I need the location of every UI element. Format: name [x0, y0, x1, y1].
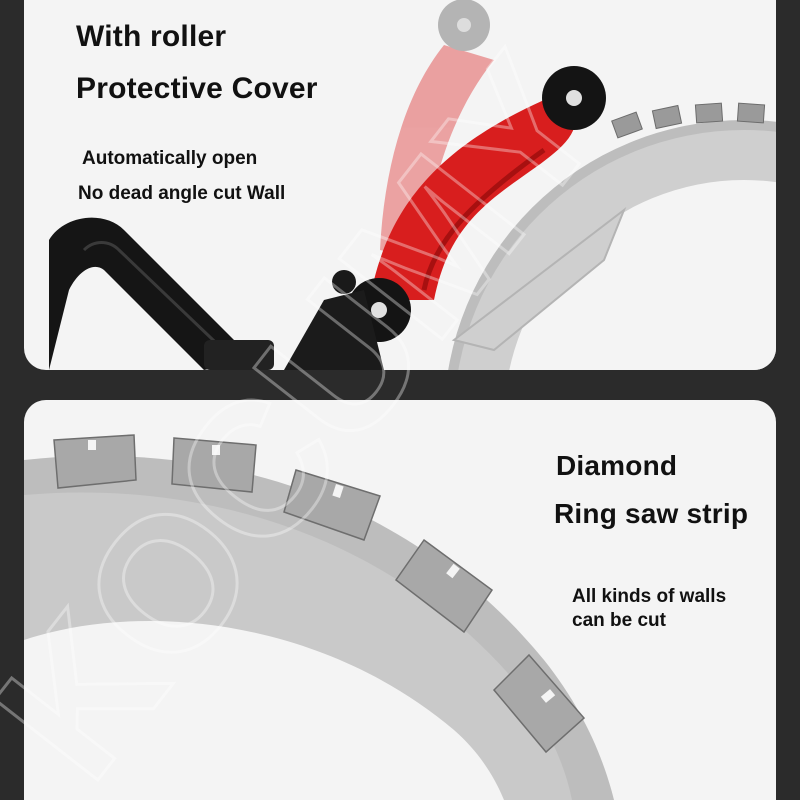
- diamond-segments: [53, 434, 586, 754]
- ring-blade-closeup: [24, 455, 614, 800]
- top-feature-panel: With roller Protective Cover Automatical…: [24, 0, 776, 370]
- cover-subtext-line2: No dead angle cut Wall: [78, 183, 286, 204]
- blade-heading-line2: Ring saw strip: [554, 498, 749, 529]
- blade-hub-plate: [451, 206, 627, 352]
- cover-heading-line2: Protective Cover: [76, 72, 318, 105]
- blade-heading-line1: Diamond: [556, 450, 678, 481]
- roller-top: [542, 66, 606, 130]
- blade-subtext-line1: All kinds of walls: [572, 586, 727, 607]
- blade-subtext-line2: can be cut: [572, 610, 666, 631]
- cover-subtext-line1: Automatically open: [82, 148, 258, 169]
- segment-notches: [88, 440, 556, 703]
- bottom-feature-panel: Diamond Ring saw strip All kinds of wall…: [24, 400, 776, 800]
- cover-heading-line1: With roller: [76, 20, 227, 53]
- diamond-ring-blade-illustration: [24, 434, 614, 800]
- saw-handle: [49, 217, 384, 370]
- saw-cover-illustration: [49, 0, 776, 370]
- protective-cover: [374, 100, 576, 300]
